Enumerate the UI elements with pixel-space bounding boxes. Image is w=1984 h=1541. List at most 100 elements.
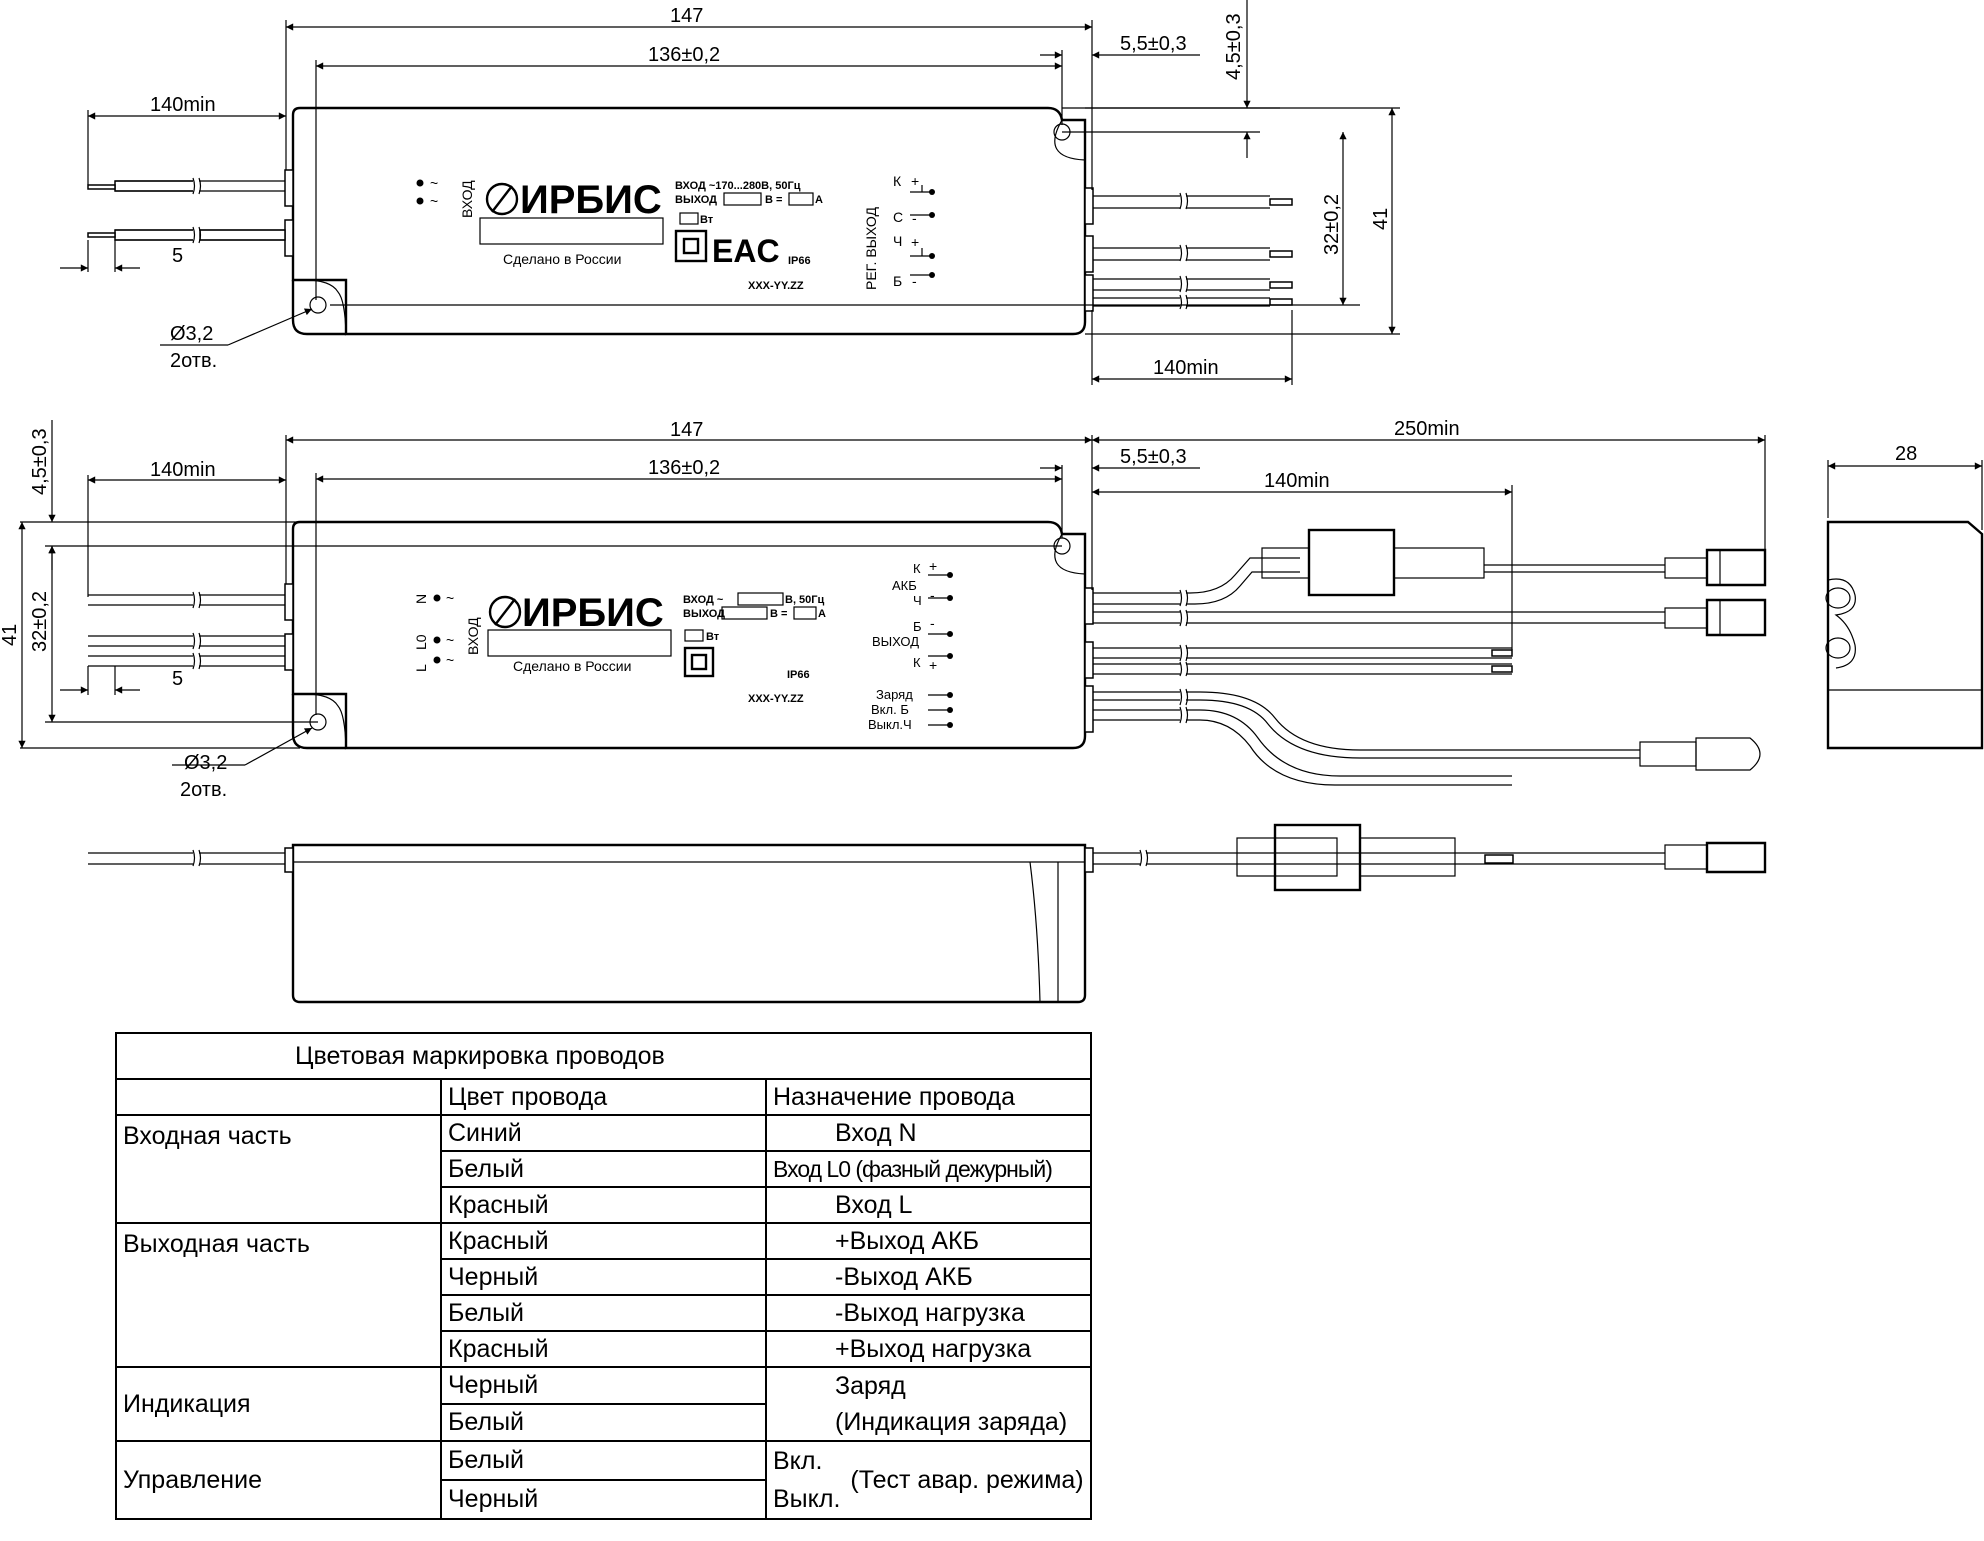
- dim-total-length: 147: [670, 5, 703, 27]
- svg-text:~: ~: [446, 590, 454, 606]
- brand-logo-icon: [485, 182, 519, 216]
- indication-line-2: (Индикация заряда): [835, 1408, 1068, 1436]
- left-wires-2: [88, 583, 294, 671]
- device-body: [291, 106, 1087, 336]
- serial-number-2: XXX-YY.ZZ: [748, 693, 804, 705]
- input-spec: ВХОД ~170...280В, 50Гц: [675, 180, 801, 192]
- control-on: Вкл.: [773, 1447, 823, 1475]
- made-in-2: Сделано в России: [513, 658, 631, 674]
- group-control: Управление: [115, 1440, 442, 1520]
- made-in: Сделано в России: [503, 251, 621, 267]
- output-pin-c: С: [893, 209, 903, 225]
- end-view: 28: [1825, 443, 1984, 750]
- group-indication: Индикация: [115, 1366, 442, 1442]
- header-color: Цвет провода: [440, 1078, 767, 1116]
- cell-purpose: -Выход АКБ: [765, 1258, 1092, 1296]
- dim-hole-offset-vertical-2: 32±0,2: [29, 591, 51, 652]
- table-row: Белый Вход L0 (фазный дежурный): [116, 1150, 1092, 1188]
- input-pin-l: L: [413, 664, 429, 672]
- header-purpose: Назначение провода: [765, 1078, 1092, 1116]
- dim-lead-left: 140min: [150, 94, 216, 116]
- cell-color: Красный: [440, 1222, 767, 1260]
- sign-plus-1: +: [911, 173, 919, 189]
- svg-text:~: ~: [446, 632, 454, 648]
- output-spec: ВЫХОД: [675, 194, 717, 206]
- dim-lead-left-2: 140min: [150, 459, 216, 481]
- dim-hole-spacing: 136±0,2: [648, 44, 720, 66]
- out-word: ВЫХОД: [872, 634, 919, 649]
- cell-color: Белый: [440, 1440, 767, 1481]
- view-bottom: [88, 823, 1767, 1004]
- sign-minus-1: -: [912, 210, 917, 226]
- ctrl-off: Выкл.Ч: [868, 717, 912, 732]
- w-unit-2: Вт: [706, 631, 720, 643]
- cell-color: Красный: [440, 1330, 767, 1368]
- right-wires: [1084, 187, 1293, 312]
- control-off: Выкл.: [773, 1485, 841, 1513]
- sign-plus-2: +: [911, 234, 919, 250]
- dim-lead-right: 140min: [1153, 357, 1219, 379]
- wire-color-table: Цветовая маркировка проводов Цвет провод…: [115, 1032, 1092, 1520]
- ctrl-on: Вкл. Б: [871, 702, 909, 717]
- dim-height-2: 41: [0, 624, 21, 646]
- device-side-body: [291, 843, 1087, 1004]
- table-row: Входная часть Синий Вход N: [115, 1114, 1092, 1224]
- akb-label: АКБ: [892, 578, 917, 593]
- input-word: ВХОД: [459, 180, 475, 218]
- ctrl-charge: Заряд: [876, 687, 913, 702]
- output-title: РЕГ. ВЫХОД: [863, 206, 879, 290]
- view-middle-dimensions: 147 136±0,2 5,5±0,3 250min 140min 140min…: [0, 418, 1766, 801]
- ip-rating: IP66: [788, 255, 811, 267]
- table-row: Индикация Черный Заряд (Индикация заряда…: [115, 1366, 1092, 1442]
- output-spec-2: ВЫХОД: [683, 608, 725, 620]
- dim-hole-spacing-2: 136±0,2: [648, 457, 720, 479]
- input-pin-l0: L0: [413, 634, 429, 650]
- cell-purpose: +Выход АКБ: [765, 1222, 1092, 1260]
- right-wires-2: [1084, 528, 1767, 795]
- a-unit-2: А: [818, 608, 826, 620]
- akb-pin-k: К: [913, 561, 921, 576]
- input-pin-n: N: [413, 594, 429, 604]
- cell-color: Черный: [440, 1366, 767, 1405]
- cell-purpose-indication: Заряд (Индикация заряда): [765, 1366, 1092, 1442]
- table-row: Черный: [116, 1479, 1091, 1520]
- dim-hole-offset-y-2: 4,5±0,3: [29, 428, 51, 495]
- view-top: ~ ~ ВХОД ИРБИС Сделано в России ВХОД ~17…: [60, 0, 1400, 385]
- left-wires: [87, 169, 294, 257]
- brand-logo-icon-2: [488, 595, 522, 629]
- cell-color: Черный: [440, 1479, 767, 1520]
- eac-mark-icon: EAC: [712, 233, 780, 269]
- cell-color: Красный: [440, 1186, 767, 1224]
- input-spec-unit-2: В, 50Гц: [785, 594, 825, 606]
- table-row: Белый: [116, 1403, 1091, 1442]
- cell-color: Белый: [440, 1294, 767, 1332]
- table-row: Красный +Выход нагрузка: [116, 1330, 1092, 1368]
- view-middle: N L0 L ~~~ ВХОД ИРБИС Сделано в России В…: [0, 418, 1984, 801]
- dim-lead-right-2: 140min: [1264, 470, 1330, 492]
- table-row: Выходная часть Красный +Выход АКБ: [115, 1222, 1092, 1368]
- brand-name-2: ИРБИС: [522, 591, 664, 635]
- cell-purpose-control: Вкл. Выкл. (Тест авар. режима): [765, 1440, 1092, 1520]
- indication-line-1: Заряд: [835, 1372, 906, 1400]
- sign-minus-2: -: [912, 273, 917, 289]
- cell-purpose: Вход L: [765, 1186, 1092, 1224]
- table-caption-row: Цветовая маркировка проводов: [115, 1032, 1092, 1080]
- view-top-dimensions: 147 136±0,2 5,5±0,3 4,5±0,3 32±0,2 41 14…: [60, 0, 1400, 385]
- cell-color: Белый: [440, 1150, 767, 1188]
- cell-purpose: Вход L0 (фазный дежурный): [765, 1150, 1092, 1188]
- out-sign-plus: +: [929, 657, 937, 673]
- dim-hole-count: 2отв.: [170, 350, 217, 372]
- output-pin-ch: Ч: [893, 233, 902, 249]
- device-label-2: N L0 L ~~~ ВХОД ИРБИС Сделано в России В…: [413, 558, 953, 732]
- out-pin-b: Б: [913, 619, 922, 634]
- input-spec-2: ВХОД ~: [683, 594, 724, 606]
- device-body-2: [291, 520, 1087, 750]
- input-pin-2: ~: [430, 193, 438, 209]
- out-sign-minus: -: [930, 615, 935, 631]
- out-pin-k: К: [913, 655, 921, 670]
- ip-rating-2: IP66: [787, 669, 810, 681]
- dim-hole-offset-y: 4,5±0,3: [1223, 13, 1245, 80]
- svg-text:~: ~: [446, 652, 454, 668]
- dim-hole-diameter: Ø3,2: [170, 323, 213, 345]
